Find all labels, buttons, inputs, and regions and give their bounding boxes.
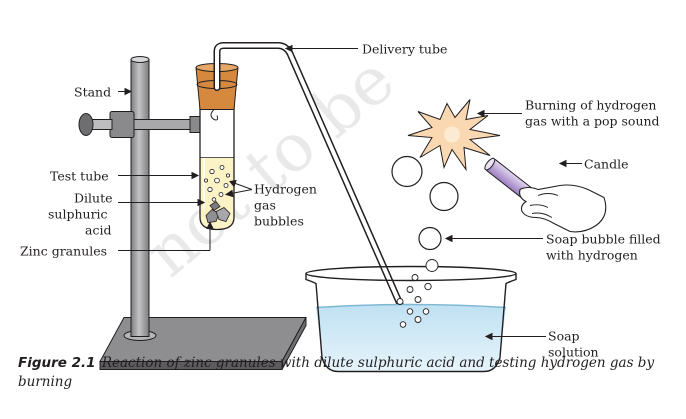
label-hydrogen-2: gas <box>254 198 276 213</box>
pointer-lines <box>118 44 582 341</box>
zinc-granule <box>205 209 220 223</box>
label-candle: Candle <box>584 157 628 172</box>
figure-number: Figure 2.1 <box>18 355 96 371</box>
label-delivery-tube: Delivery tube <box>362 42 447 57</box>
label-dilute-acid-3: acid <box>85 223 111 238</box>
label-soap-solution-1: Soap <box>548 329 580 344</box>
hydrogen-gas-bubbles <box>203 165 230 202</box>
label-hydrogen-3: bubbles <box>254 214 304 229</box>
flame-core <box>444 126 460 143</box>
label-stand: Stand <box>74 85 111 100</box>
stand-base-side <box>281 317 307 370</box>
watermark: not to be <box>131 41 409 292</box>
label-burning-2: gas with a pop sound <box>525 114 660 129</box>
clamp-screw-knob <box>78 113 94 136</box>
label-soap-solution-2: solution <box>548 345 599 360</box>
trough <box>305 265 517 373</box>
clamp-hook <box>210 109 219 121</box>
stand-pole <box>130 59 150 337</box>
label-burning-1: Burning of hydrogen <box>525 98 656 113</box>
rising-bubbles <box>396 259 439 328</box>
hand <box>519 184 607 233</box>
label-test-tube: Test tube <box>50 169 109 184</box>
clamp-boss <box>109 111 135 138</box>
zinc-granule <box>209 200 221 212</box>
label-dilute-acid-2: sulphuric <box>48 207 108 222</box>
soap-bubble <box>429 181 459 212</box>
label-hydrogen-1: Hydrogen <box>254 182 317 197</box>
label-soap-bubble-1: Soap bubble filled <box>546 232 661 247</box>
stand-pole-top <box>130 56 150 63</box>
soap-solution-surface <box>315 303 507 309</box>
trough-rim <box>305 265 517 282</box>
zinc-granule <box>215 207 231 222</box>
candle-top <box>484 157 496 171</box>
label-dilute-acid-1: Dilute <box>74 191 113 206</box>
label-soap-bubble-2: with hydrogen <box>546 248 638 263</box>
soap-bubbles <box>391 155 459 251</box>
soap-bubble <box>418 226 442 251</box>
test-tube-glass <box>199 83 235 231</box>
label-zinc-granules: Zinc granules <box>20 244 107 259</box>
trough-body <box>305 273 517 373</box>
hand-fingers <box>529 193 559 218</box>
clamp-jaw <box>189 116 201 133</box>
figure-caption-text: Reaction of zinc granules with dilute su… <box>18 355 655 390</box>
soap-solution <box>316 304 506 372</box>
figure-caption: Figure 2.1 Reaction of zinc granules wit… <box>18 354 668 392</box>
soap-bubble <box>391 155 423 188</box>
stand <box>78 56 307 370</box>
